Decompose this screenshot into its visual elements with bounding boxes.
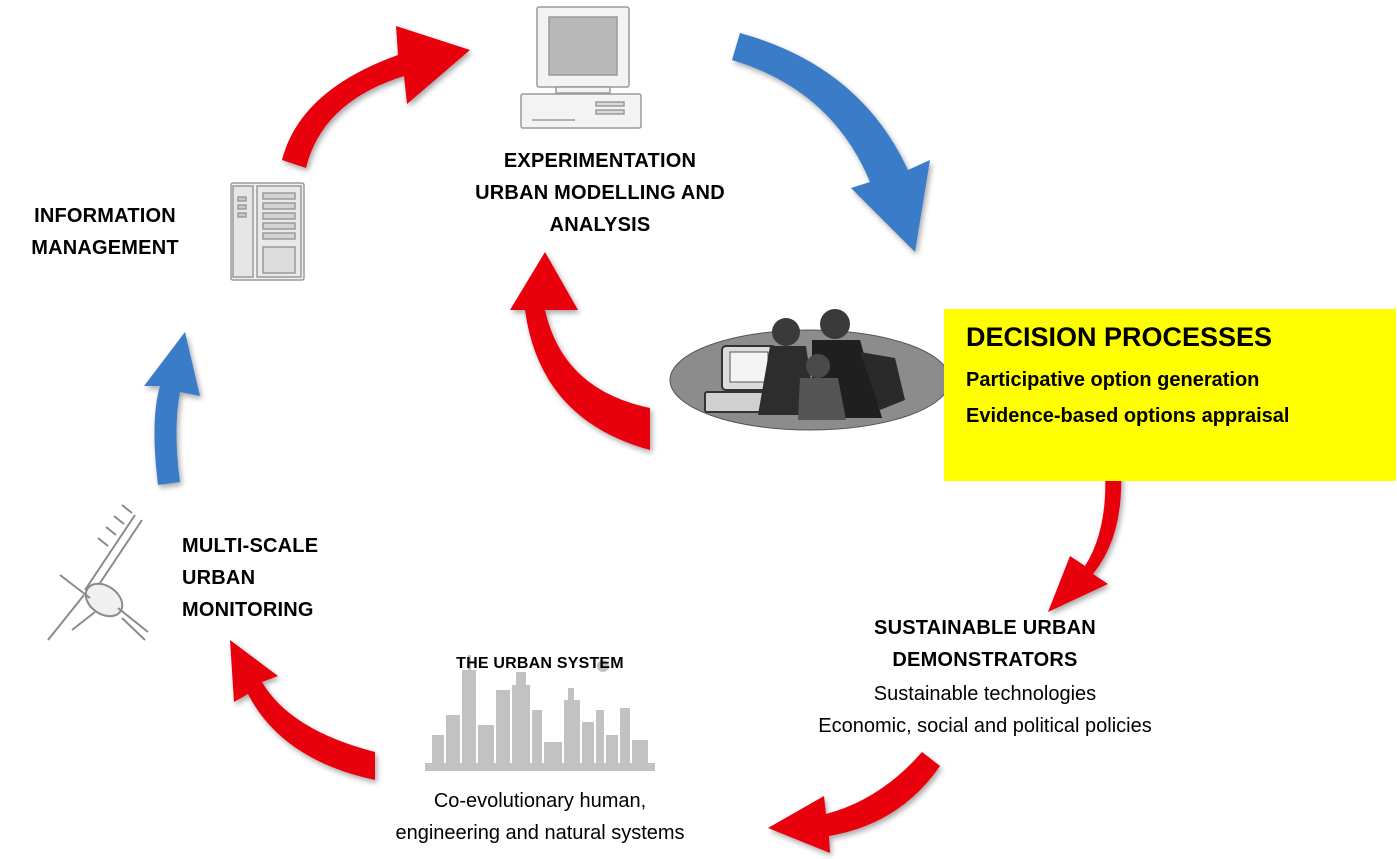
demonstrators-label: SUSTAINABLE URBAN DEMONSTRATORS [810,612,1160,676]
demonstrators-description: Sustainable technologies Economic, socia… [770,678,1200,742]
decision-processes-box: DECISION PROCESSES Participative option … [944,309,1396,481]
decision-line2: Evidence-based options appraisal [966,405,1290,427]
arrow-monitoring-to-information [144,332,200,485]
monitoring-line2: URBAN [182,567,256,589]
decision-title: DECISION PROCESSES [966,322,1273,352]
decision-line1: Participative option generation [966,369,1260,391]
urban-system-line1: Co-evolutionary human, [433,790,647,812]
information-line2: MANAGEMENT [31,237,179,259]
arrow-urban-system-to-monitoring [230,640,375,780]
monitoring-line3: MONITORING [182,599,314,621]
experimentation-label: EXPERIMENTATION URBAN MODELLING AND ANAL… [440,145,760,241]
demonstrators-line3: Sustainable technologies [873,683,1097,705]
experimentation-line2: URBAN MODELLING AND [475,182,725,204]
urban-system-line2: engineering and natural systems [395,822,685,844]
people-at-computer-icon [669,309,951,431]
information-label: INFORMATION MANAGEMENT [5,200,205,264]
arrow-info-to-experimentation [282,26,470,168]
arrow-demonstrators-to-urban-system [768,752,940,853]
arrow-decision-to-experimentation [510,252,650,450]
experimentation-line1: EXPERIMENTATION [503,150,697,172]
monitoring-line1: MULTI-SCALE [182,535,319,557]
information-line1: INFORMATION [34,205,176,227]
demonstrators-line2: DEMONSTRATORS [892,649,1078,671]
demonstrators-line1: SUSTAINABLE URBAN [874,617,1096,639]
monitoring-label: MULTI-SCALE URBAN MONITORING [182,530,382,626]
computer-icon [520,6,642,129]
city-skyline-icon [425,655,655,771]
server-rack-icon [230,182,305,281]
urban-system-description: Co-evolutionary human, engineering and n… [350,785,730,849]
experimentation-line3: ANALYSIS [549,214,651,236]
arrow-decision-to-demonstrators [1048,470,1122,612]
satellite-icon [47,504,149,641]
urban-system-title: THE URBAN SYSTEM [456,655,624,672]
demonstrators-line4: Economic, social and political policies [818,715,1152,737]
arrow-experimentation-to-decision [732,33,930,252]
